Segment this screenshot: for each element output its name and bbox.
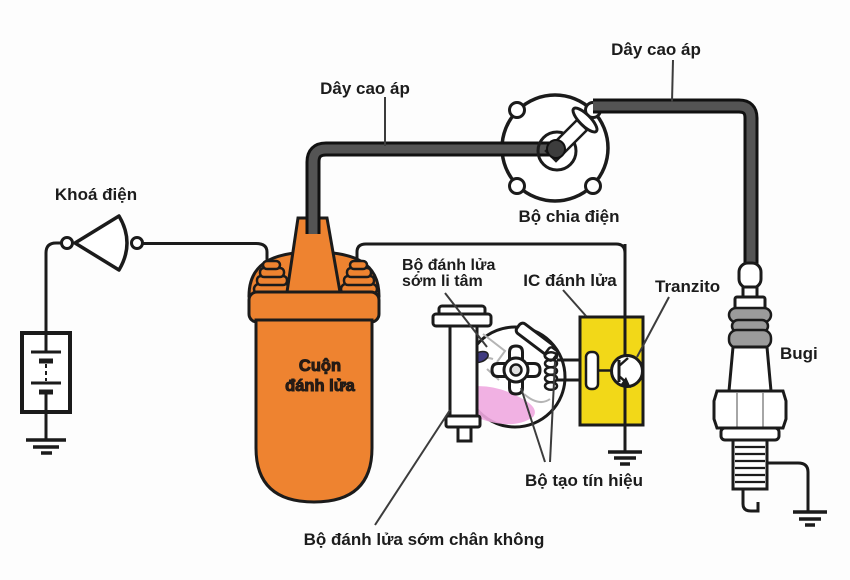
coil-body	[254, 318, 374, 504]
vacuum-unit-base	[444, 414, 482, 429]
transistor-collector	[618, 357, 629, 367]
coil-label-line2: đánh lửa	[285, 377, 356, 395]
label-transistor: Tranzito	[655, 277, 720, 296]
vacuum-advance-unit	[431, 304, 493, 443]
advance-weight-pink	[465, 386, 535, 425]
wire-switch-to-coil	[143, 242, 269, 263]
ground-symbol-ic	[608, 450, 642, 466]
plug-terminal-nut	[737, 261, 763, 290]
distributor-post-se	[584, 177, 602, 195]
coil-cap-band	[247, 290, 381, 324]
ground-symbol-plug	[793, 510, 827, 527]
reluctor-shaft-hole	[509, 363, 523, 377]
distributor-rotor	[536, 106, 599, 172]
ignition-ic-module	[578, 244, 645, 466]
leader-transistor	[636, 296, 670, 358]
ht-wire-distributor-to-plug	[593, 101, 756, 264]
label-vacuum-advance: Bộ đánh lửa sớm chân không	[304, 530, 545, 549]
rotor-ring	[536, 130, 578, 172]
plug-thread-body	[731, 438, 769, 491]
label-spark-plug: Bugi	[780, 344, 818, 363]
vacuum-unit-body	[448, 324, 479, 419]
ht-wire-coil-to-distributor	[308, 144, 549, 234]
battery-circuit	[20, 241, 72, 455]
ic-base-plate	[584, 350, 600, 391]
label-hv-wire-right: Dây cao áp	[611, 40, 701, 59]
label-signal-generator: Bộ tạo tín hiệu	[525, 471, 643, 490]
diagram-labels: Dây cao áp Dây cao áp Khoá điện Bộ chia …	[55, 40, 818, 549]
coil-label-line1: Cuộn	[299, 357, 341, 375]
spark-plug	[712, 261, 827, 527]
transistor-emitter-arrow	[621, 377, 631, 388]
switch-terminal-right	[130, 236, 144, 250]
leader-centrifugal-advance	[444, 292, 488, 348]
rotor-center-contact	[546, 139, 566, 159]
rotor-tip	[571, 106, 599, 134]
label-distributor: Bộ chia điện	[518, 207, 619, 226]
ignition-coil: Cuộn đánh lửa	[247, 216, 627, 504]
label-ignition-switch: Khoá điện	[55, 185, 137, 204]
plug-insulator	[727, 345, 773, 393]
pickup-coil-spring	[543, 350, 559, 392]
plug-electrode-gap	[741, 489, 760, 513]
plug-thread-lines	[735, 445, 765, 484]
distributor-post-sw	[508, 177, 526, 195]
wire-switch-to-battery	[44, 241, 64, 333]
vacuum-unit-foot	[456, 425, 473, 443]
leader-vacuum-advance	[374, 409, 451, 526]
plug-gasket-flange	[719, 426, 781, 442]
switch-contact-blade	[73, 214, 129, 272]
distributor-post-nw	[508, 101, 526, 119]
plug-hex-facet-lines	[736, 392, 764, 427]
high-voltage-wires	[305, 98, 759, 264]
leader-lines	[374, 59, 674, 526]
leader-ignition-ic	[562, 289, 587, 317]
label-ignition-ic: IC đánh lửa	[523, 271, 617, 290]
leader-hv-wire-right	[671, 59, 674, 103]
label-centrifugal-advance-line2: sớm li tâm	[402, 273, 483, 290]
signal-generator-assembly	[431, 304, 581, 443]
plug-hex-nut	[712, 389, 788, 430]
plug-insulator-ribs	[727, 306, 773, 350]
leader-signal-generator-1	[520, 387, 546, 463]
label-centrifugal-advance-line1: Bộ đánh lửa	[402, 257, 495, 274]
ground-symbol-battery	[26, 438, 66, 455]
ignition-switch-symbol	[60, 214, 269, 272]
switch-terminal-left	[60, 236, 74, 250]
label-hv-wire-left: Dây cao áp	[320, 79, 410, 98]
wire-plug-to-ground	[767, 461, 810, 511]
leader-signal-generator-2	[549, 361, 556, 463]
